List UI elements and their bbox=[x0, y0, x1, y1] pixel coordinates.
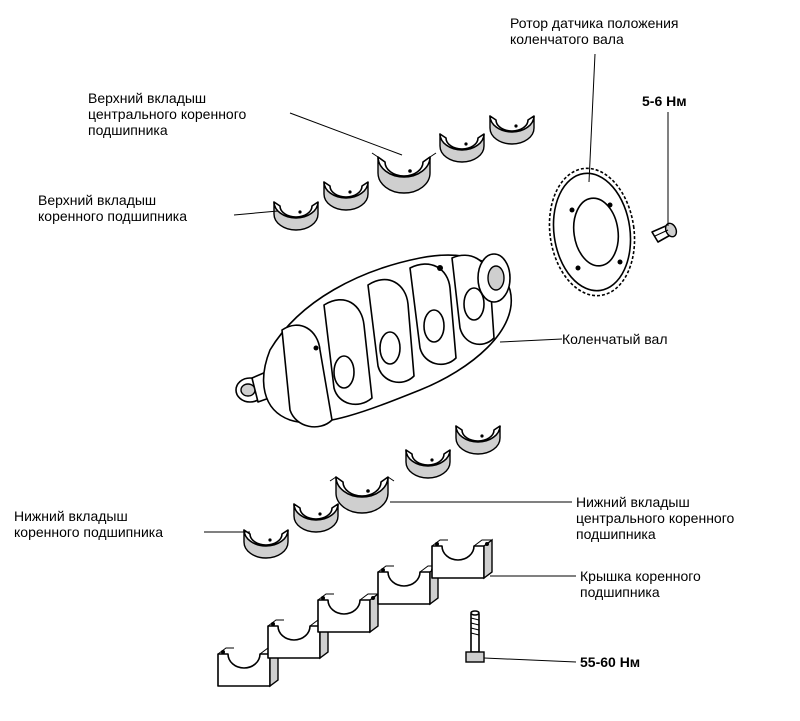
lower-bearing-shells bbox=[243, 425, 501, 559]
label-sensor-rotor: Ротор датчика положения коленчатого вала bbox=[510, 15, 679, 47]
main-bearing-cap bbox=[317, 592, 379, 634]
label-line: подшипника bbox=[88, 122, 168, 138]
lower-center-bearing-shell bbox=[329, 476, 395, 514]
lower-bearing-shell bbox=[293, 503, 339, 533]
upper-bearing-shells bbox=[273, 115, 535, 231]
label-cap-torque: 55-60 Нм bbox=[580, 654, 641, 670]
main-bearing-cap bbox=[431, 538, 493, 580]
lower-bearing-shell bbox=[243, 529, 289, 559]
label-upper-main-shell: Верхний вкладыш коренного подшипника bbox=[38, 192, 187, 224]
label-line: подшипника bbox=[580, 584, 660, 600]
label-line: центрального коренного bbox=[576, 510, 735, 526]
label-upper-center-shell: Верхний вкладыш центрального коренного п… bbox=[88, 90, 246, 138]
label-line: Верхний вкладыш bbox=[38, 192, 157, 208]
label-line: подшипника bbox=[576, 526, 656, 542]
cap-bolt bbox=[465, 610, 485, 663]
label-line: коренного подшипника bbox=[14, 524, 163, 540]
label-lower-main-shell: Нижний вкладыш коренного подшипника bbox=[14, 508, 163, 540]
leader-lines bbox=[204, 53, 669, 663]
label-rotor-torque: 5-6 Нм bbox=[642, 93, 687, 109]
upper-bearing-shell bbox=[439, 133, 485, 163]
upper-center-bearing-shell bbox=[371, 152, 437, 194]
label-line: центрального коренного bbox=[88, 106, 247, 122]
rotor-bolt bbox=[651, 222, 678, 243]
label-line: Ротор датчика положения bbox=[510, 15, 679, 31]
crankshaft bbox=[235, 253, 513, 428]
label-crankshaft: Коленчатый вал bbox=[562, 331, 668, 347]
main-bearing-cap bbox=[377, 564, 439, 606]
upper-bearing-shell bbox=[323, 181, 369, 211]
label-line: коленчатого вала bbox=[510, 31, 624, 47]
upper-bearing-shell bbox=[273, 201, 319, 231]
label-line: Крышка коренного bbox=[580, 568, 701, 584]
label-line: Нижний вкладыш bbox=[576, 494, 690, 510]
lower-bearing-shell bbox=[455, 425, 501, 455]
label-bearing-cap: Крышка коренного подшипника bbox=[580, 568, 701, 600]
lower-bearing-shell bbox=[405, 449, 451, 479]
crankshaft-sensor-rotor bbox=[548, 167, 636, 297]
label-line: Верхний вкладыш bbox=[88, 90, 207, 106]
label-lower-center-shell: Нижний вкладыш центрального коренного по… bbox=[576, 494, 734, 542]
label-line: коренного подшипника bbox=[38, 208, 187, 224]
upper-bearing-shell bbox=[489, 115, 535, 145]
label-line: Нижний вкладыш bbox=[14, 508, 128, 524]
main-bearing-caps bbox=[217, 538, 493, 688]
